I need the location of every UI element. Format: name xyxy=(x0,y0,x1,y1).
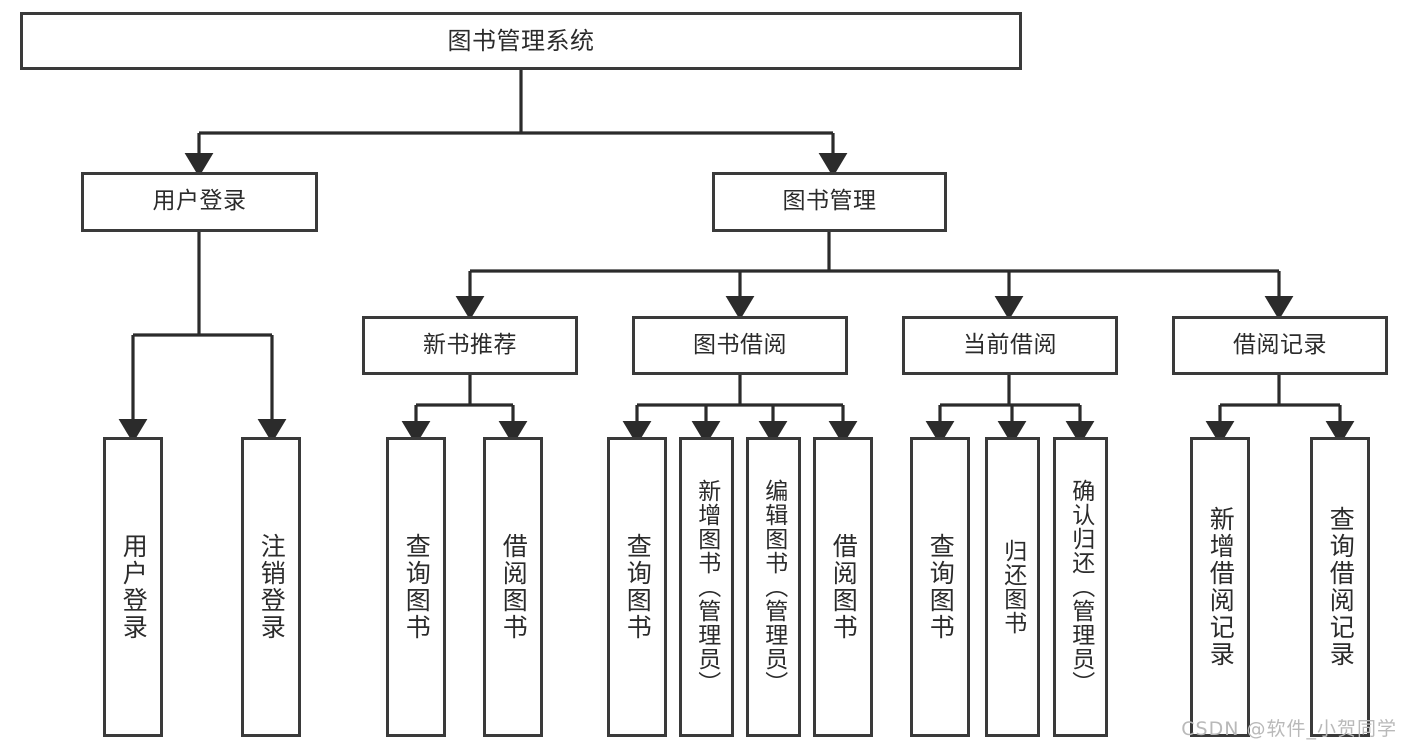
leaf-borrow-borrow-book[interactable]: 借阅图书 xyxy=(813,437,873,737)
node-label: 编辑图书（管理员） xyxy=(760,479,787,695)
node-label: 新增借阅记录 xyxy=(1206,506,1236,668)
node-label: 用户登录 xyxy=(152,188,247,215)
node-label: 借阅图书 xyxy=(499,533,529,641)
leaf-current-query-book[interactable]: 查询图书 xyxy=(910,437,970,737)
leaf-borrow-add-book-admin[interactable]: 新增图书（管理员） xyxy=(679,437,734,737)
node-label: 借阅图书 xyxy=(829,533,859,641)
node-label: 注销登录 xyxy=(257,533,287,641)
node-label: 查询图书 xyxy=(623,533,653,641)
leaf-user-login-login[interactable]: 用户登录 xyxy=(103,437,163,737)
node-root-system[interactable]: 图书管理系统 xyxy=(20,12,1022,70)
node-book-management[interactable]: 图书管理 xyxy=(712,172,947,232)
node-label: 查询图书 xyxy=(402,533,432,641)
node-current-borrow[interactable]: 当前借阅 xyxy=(902,316,1118,375)
node-label: 查询借阅记录 xyxy=(1326,506,1356,668)
node-label: 图书借阅 xyxy=(693,331,787,358)
node-new-book-recommend[interactable]: 新书推荐 xyxy=(362,316,578,375)
node-label: 归还图书 xyxy=(999,539,1026,635)
node-label: 借阅记录 xyxy=(1233,331,1327,358)
watermark-text: CSDN @软件_小贺同学 xyxy=(1181,718,1397,740)
node-label: 当前借阅 xyxy=(963,331,1057,358)
node-user-login[interactable]: 用户登录 xyxy=(81,172,318,232)
leaf-recommend-borrow-book[interactable]: 借阅图书 xyxy=(483,437,543,737)
leaf-record-query-record[interactable]: 查询借阅记录 xyxy=(1310,437,1370,737)
node-label: 图书管理 xyxy=(782,188,877,215)
leaf-borrow-query-book[interactable]: 查询图书 xyxy=(607,437,667,737)
node-label: 新书推荐 xyxy=(423,331,517,358)
leaf-borrow-edit-book-admin[interactable]: 编辑图书（管理员） xyxy=(746,437,801,737)
node-label: 用户登录 xyxy=(119,533,149,641)
node-borrow-record[interactable]: 借阅记录 xyxy=(1172,316,1388,375)
leaf-user-login-logout[interactable]: 注销登录 xyxy=(241,437,301,737)
leaf-current-confirm-return-admin[interactable]: 确认归还（管理员） xyxy=(1053,437,1108,737)
node-label: 查询图书 xyxy=(926,533,956,641)
leaf-recommend-query-book[interactable]: 查询图书 xyxy=(386,437,446,737)
node-label: 确认归还（管理员） xyxy=(1067,479,1094,695)
leaf-current-return-book[interactable]: 归还图书 xyxy=(985,437,1040,737)
node-label: 新增图书（管理员） xyxy=(693,479,720,695)
node-book-borrow[interactable]: 图书借阅 xyxy=(632,316,848,375)
node-label: 图书管理系统 xyxy=(447,26,595,55)
leaf-record-add-record[interactable]: 新增借阅记录 xyxy=(1190,437,1250,737)
